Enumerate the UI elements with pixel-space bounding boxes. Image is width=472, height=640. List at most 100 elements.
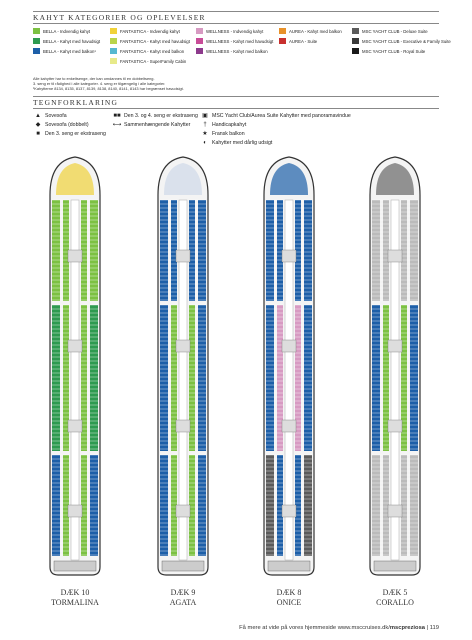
page-footer: Få mere at vide på vores hjemmeside www.… (239, 625, 439, 631)
cabin-band (52, 305, 60, 451)
stern-area (53, 560, 97, 572)
handicap-icon: † (203, 122, 207, 128)
category-swatch (352, 48, 359, 54)
stair-elevator-core (387, 249, 403, 263)
legend-item: †Handicapkahyt (200, 121, 246, 129)
section-rule-top (33, 11, 439, 12)
cabin-band (171, 305, 177, 451)
category-item: WELLNESS - Kahyt med havudsigt (196, 38, 273, 44)
cabin-band (63, 455, 69, 556)
cabin-band (160, 200, 168, 301)
category-item: BELLA - Kahyt med balkon¹ (33, 48, 96, 54)
category-item: AUREA - Kahyt med balkon (279, 28, 342, 34)
cabin-band (171, 200, 177, 301)
cabin-band (189, 305, 195, 451)
cabin-band (295, 305, 301, 451)
cabin-band (295, 455, 301, 556)
legend-item: ◐Kahytter med dårlig udsigt (200, 139, 272, 147)
stair-elevator-core (67, 339, 83, 353)
category-item: FANTASTICA - Indvendig kahyt (110, 28, 180, 34)
section-rule (33, 108, 439, 109)
half-circle-icon: ◐ (203, 140, 207, 146)
deck-plan-5[interactable] (364, 155, 426, 580)
cabin-band (81, 455, 87, 556)
website-link[interactable]: mscpreziosa (389, 625, 426, 631)
bow-area (164, 163, 202, 195)
category-swatch (110, 48, 117, 54)
cabin-band (63, 200, 69, 301)
cabin-band (171, 455, 177, 556)
category-item: FANTASTICA - SuperFamily Cabin (110, 58, 186, 64)
cabin-band (266, 305, 274, 451)
category-swatch (33, 48, 40, 54)
central-corridor (178, 199, 188, 561)
deck-plan-10[interactable] (44, 155, 106, 580)
cabin-band (401, 305, 407, 451)
category-swatch (110, 58, 117, 64)
cabin-band (372, 455, 380, 556)
triangle-icon: ▲ (35, 113, 41, 119)
cabin-band (189, 200, 195, 301)
deck-plan-8[interactable] (258, 155, 320, 580)
cabin-band (90, 305, 98, 451)
cabin-band (372, 305, 380, 451)
note-line: 3. seng er til rådighed i alle kategorie… (33, 81, 166, 86)
cabin-band (90, 455, 98, 556)
note-line: Alle kahytter har to enkeltsenge, der ka… (33, 76, 155, 81)
stair-elevator-core (387, 504, 403, 518)
stair-elevator-core (175, 419, 191, 433)
cabin-band (52, 455, 60, 556)
cabin-band (410, 200, 418, 301)
category-swatch (33, 28, 40, 34)
legend-item: ▲Sovesofa (33, 112, 67, 120)
legend-item: ■Den 3. seng er ekstraseng (33, 130, 106, 138)
star-icon: ★ (202, 131, 208, 137)
cabin-band (266, 200, 274, 301)
deck-8-drawing (263, 156, 315, 576)
category-notes: Alle kahytter har to enkeltsenge, der ka… (33, 76, 184, 91)
diamond-icon: ◆ (35, 122, 41, 128)
cabin-band (266, 455, 274, 556)
bow-area (270, 163, 308, 195)
stair-elevator-core (281, 339, 297, 353)
category-item: MSC YACHT CLUB - Royal Suite (352, 48, 425, 54)
stair-elevator-core (67, 504, 83, 518)
category-item: AUREA - Suite (279, 38, 317, 44)
category-item: MSC YACHT CLUB - Deluxe Suite (352, 28, 428, 34)
cabin-band (277, 305, 283, 451)
category-swatch (279, 38, 286, 44)
stair-elevator-core (281, 419, 297, 433)
category-item: WELLNESS - Indvendig kahyt (196, 28, 263, 34)
cabin-band (160, 305, 168, 451)
category-swatch (196, 38, 203, 44)
category-swatch (196, 28, 203, 34)
cabin-band (383, 305, 389, 451)
stair-elevator-core (175, 339, 191, 353)
central-corridor (284, 199, 294, 561)
stair-elevator-core (175, 504, 191, 518)
cabin-band (304, 200, 312, 301)
category-swatch (33, 38, 40, 44)
connecting-arrow-icon: ⟷ (112, 122, 122, 128)
legend-item: ⟷Sammenhængende Kahytter (112, 122, 191, 128)
cabin-band (401, 455, 407, 556)
legend-item: ◆Sovesofa (dobbelt) (33, 121, 89, 129)
deck-9-drawing (157, 156, 209, 576)
category-item: FANTASTICA - Kahyt med havudsigt (110, 38, 190, 44)
cabin-band (198, 455, 206, 556)
cabin-band (383, 200, 389, 301)
category-swatch (110, 38, 117, 44)
category-item: WELLNESS - Kahyt med balkon (196, 48, 268, 54)
legend-item: ■■Den 3. og 4. seng er ekstraseng (113, 113, 198, 119)
bow-area (56, 163, 94, 195)
deck-plan-9[interactable] (152, 155, 214, 580)
panorama-window-icon: ▣ (202, 113, 208, 119)
cabin-band (52, 200, 60, 301)
stair-elevator-core (387, 339, 403, 353)
stair-elevator-core (67, 249, 83, 263)
category-swatch (352, 38, 359, 44)
cabin-band (383, 455, 389, 556)
